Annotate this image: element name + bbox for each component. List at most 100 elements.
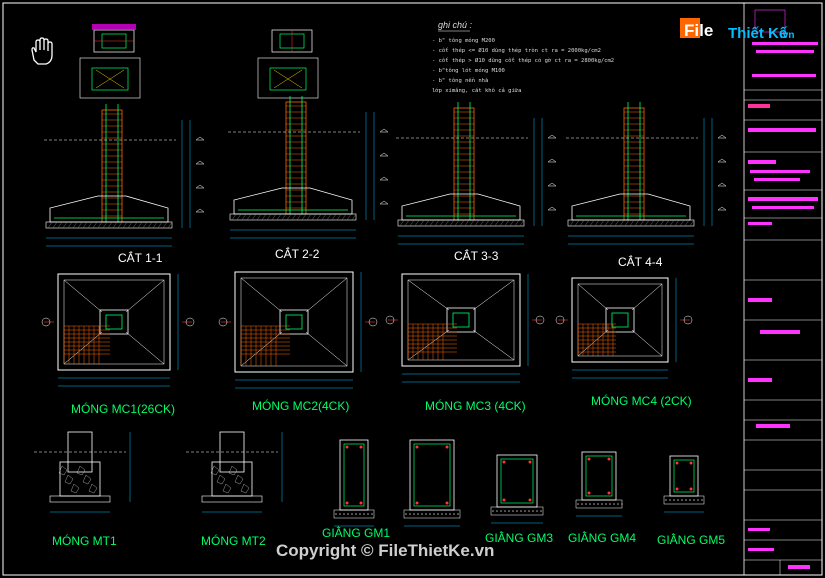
- hatch: [574, 219, 580, 227]
- rebar-dot: [675, 487, 679, 491]
- hatch: [429, 219, 435, 227]
- logo-part1: File: [684, 21, 713, 40]
- hatch: [499, 219, 505, 227]
- hatch: [266, 213, 272, 221]
- hatch: [504, 219, 510, 227]
- gravel: [524, 510, 526, 512]
- tie-beam-section: [333, 439, 375, 527]
- plan-label: MÓNG MC3 (4CK): [425, 398, 526, 413]
- rebar-mesh: [577, 323, 616, 356]
- hatch: [404, 219, 410, 227]
- hatch: [474, 219, 480, 227]
- rebar-dot: [502, 498, 506, 502]
- rubble-stone: [240, 483, 250, 494]
- column-rebar: [611, 312, 629, 328]
- beam-outline: [581, 451, 617, 501]
- hatch: [261, 213, 267, 221]
- rebar-dot: [415, 501, 419, 505]
- stirrup: [413, 443, 451, 507]
- hatch: [684, 219, 690, 227]
- level-marker: [379, 152, 389, 157]
- hatch: [644, 219, 650, 227]
- hatch: [514, 219, 520, 227]
- rebar-dot: [689, 461, 693, 465]
- hatch: [409, 219, 415, 227]
- hatch: [246, 213, 252, 221]
- hatch: [469, 219, 475, 227]
- bottom-label: GIẰNG GM1: [322, 525, 390, 540]
- column-outline: [101, 109, 123, 223]
- hatch: [296, 213, 302, 221]
- slope-line: [472, 329, 515, 361]
- hatch: [231, 213, 237, 221]
- gravel: [445, 513, 447, 515]
- hatch: [162, 221, 168, 229]
- gravel: [520, 510, 522, 512]
- tie-beam-section: [663, 455, 705, 513]
- gravel: [585, 503, 587, 505]
- slope-line: [407, 279, 450, 311]
- inner-outline: [577, 283, 663, 357]
- tie-beam-section: [490, 454, 544, 524]
- hatch: [72, 221, 78, 229]
- gravel: [496, 510, 498, 512]
- level-marker: [717, 182, 727, 187]
- rebar-dot: [502, 460, 506, 464]
- hatch: [331, 213, 337, 221]
- slope-line: [407, 329, 450, 361]
- gravel: [441, 513, 443, 515]
- section-row: [44, 96, 727, 247]
- gravel: [673, 499, 675, 501]
- hatch: [659, 219, 665, 227]
- hatch: [52, 221, 58, 229]
- marker-bubble: [555, 315, 565, 325]
- hatch: [419, 219, 425, 227]
- footing-plan: [555, 277, 693, 379]
- rebar-dot: [528, 498, 532, 502]
- stirrup: [343, 443, 365, 507]
- note-line: - cốt thép <= Ø10 dùng thép tròn ct ra =…: [432, 47, 601, 54]
- base-layer: [333, 509, 375, 519]
- plan-label: MÓNG MC4 (2CK): [591, 393, 692, 408]
- bottom-row: [34, 431, 705, 527]
- gravel: [528, 510, 530, 512]
- base-layer: [403, 509, 461, 519]
- hatch: [97, 221, 103, 229]
- hatch: [434, 219, 440, 227]
- level-marker: [547, 134, 557, 139]
- marker-bubble: [385, 315, 395, 325]
- hatch: [82, 221, 88, 229]
- pan-hand-icon[interactable]: [31, 37, 53, 65]
- tie-beam-section: [403, 439, 461, 527]
- rubble-stone: [228, 465, 238, 476]
- gravel: [601, 503, 603, 505]
- slope-line: [305, 277, 348, 313]
- marker-bubble: [535, 315, 545, 325]
- footing-plan: [218, 271, 378, 389]
- hatch: [689, 219, 695, 227]
- gravel: [371, 513, 373, 515]
- gravel: [504, 510, 506, 512]
- gravel: [685, 499, 687, 501]
- hatch: [326, 213, 332, 221]
- rubble-stone: [234, 474, 244, 485]
- hatch: [346, 213, 352, 221]
- gravel: [413, 513, 415, 515]
- hatch: [137, 221, 143, 229]
- gravel: [693, 499, 695, 501]
- hatch: [47, 221, 53, 229]
- notes-block: ghi chú : - b" tông móng M200 - cốt thép…: [432, 20, 614, 94]
- hatch: [589, 219, 595, 227]
- level-marker: [379, 176, 389, 181]
- gravel: [689, 499, 691, 501]
- hatch: [459, 219, 465, 227]
- stirrup: [500, 458, 534, 504]
- hatch: [399, 219, 405, 227]
- hatch: [117, 221, 123, 229]
- gravel: [621, 503, 623, 505]
- level-marker: [195, 160, 205, 165]
- gravel: [425, 513, 427, 515]
- hatch: [271, 213, 277, 221]
- rubble-stone: [70, 483, 80, 494]
- hatch: [236, 213, 242, 221]
